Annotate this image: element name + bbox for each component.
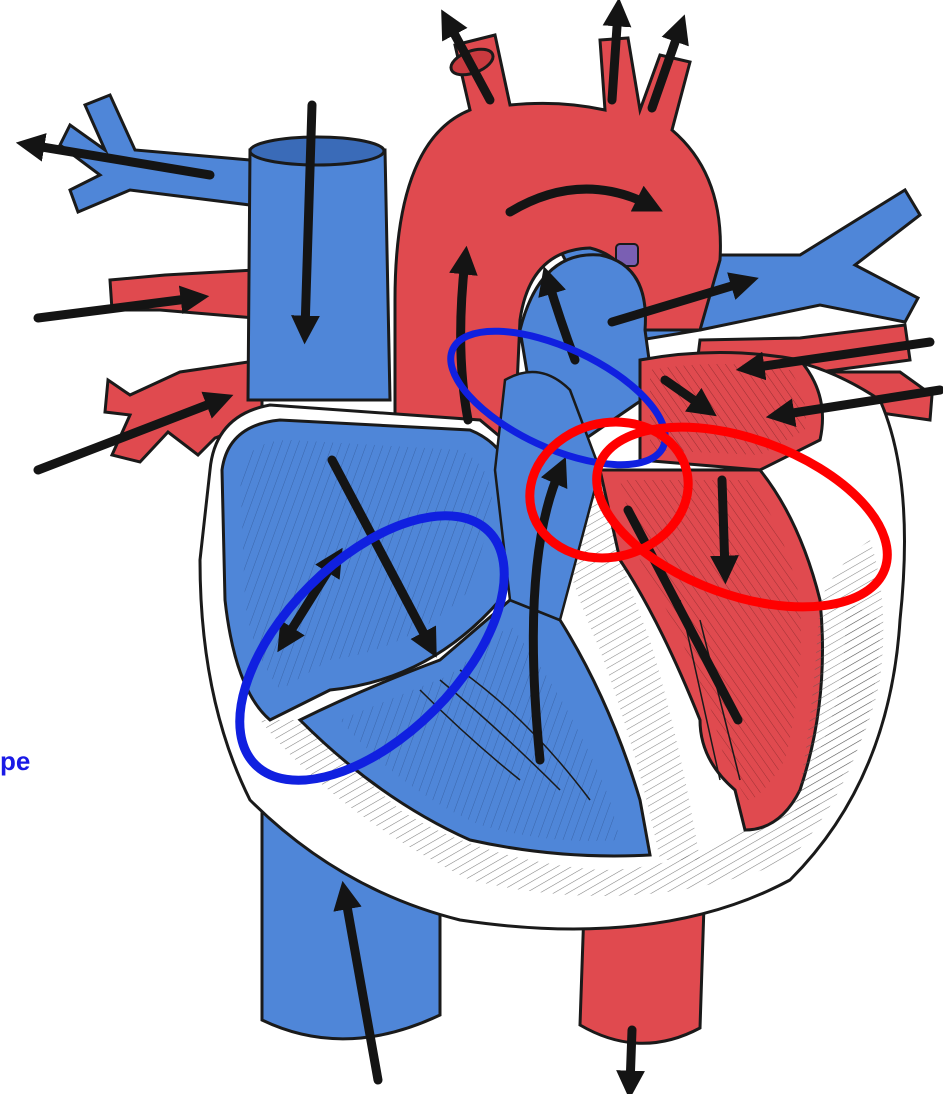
svc-opening [250, 137, 384, 165]
superior-vena-cava [248, 150, 390, 400]
descending-aorta-arrow [630, 1030, 632, 1085]
left-red-branch-upper [110, 270, 255, 318]
aorta-branch-arrow-2 [612, 12, 618, 100]
left-ventricle-arrow [722, 480, 725, 570]
